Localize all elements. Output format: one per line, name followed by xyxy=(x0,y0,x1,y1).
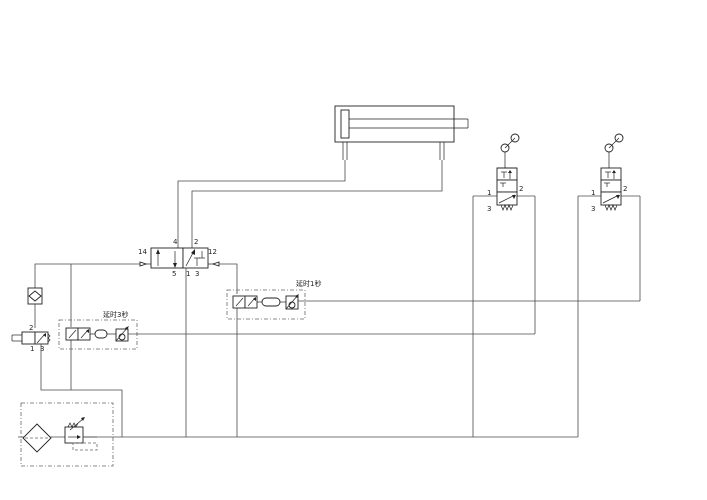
pilot-lines xyxy=(34,263,238,327)
manual-valve-port-3: 3 xyxy=(40,345,44,353)
main-valve-port-12: 12 xyxy=(208,248,217,256)
roller-b-port-2: 2 xyxy=(623,185,627,193)
manual-valve-port-2: 2 xyxy=(29,324,33,332)
delay-1s-label: 延时1秒 xyxy=(296,279,321,288)
main-valve-port-14: 14 xyxy=(138,248,147,256)
pressure-gauge-left xyxy=(27,284,43,328)
cylinder-lines xyxy=(177,160,443,248)
roller-b-port-3: 3 xyxy=(591,205,595,213)
air-service-unit xyxy=(20,402,114,467)
delay-3s-label: 延时3秒 xyxy=(103,310,128,319)
main-valve-port-1: 1 xyxy=(186,270,190,278)
manual-3-2-valve xyxy=(11,331,51,345)
delay-valve-3s xyxy=(58,319,138,350)
main-valve-port-4: 4 xyxy=(173,238,178,246)
roller-a-port-1: 1 xyxy=(487,189,491,197)
delay-valve-1s xyxy=(226,289,306,320)
roller-a-port-3: 3 xyxy=(487,205,491,213)
main-valve-port-2: 2 xyxy=(194,238,198,246)
roller-valve-b xyxy=(600,133,624,211)
main-valve-port-3: 3 xyxy=(195,270,199,278)
main-valve-port-5: 5 xyxy=(172,270,176,278)
roller-a-port-2: 2 xyxy=(519,185,523,193)
roller-b-port-1: 1 xyxy=(591,189,595,197)
double-acting-cylinder xyxy=(334,105,469,160)
manual-valve-port-1: 1 xyxy=(30,345,34,353)
supply-lines xyxy=(18,196,579,438)
roller-valve-a xyxy=(496,133,520,211)
